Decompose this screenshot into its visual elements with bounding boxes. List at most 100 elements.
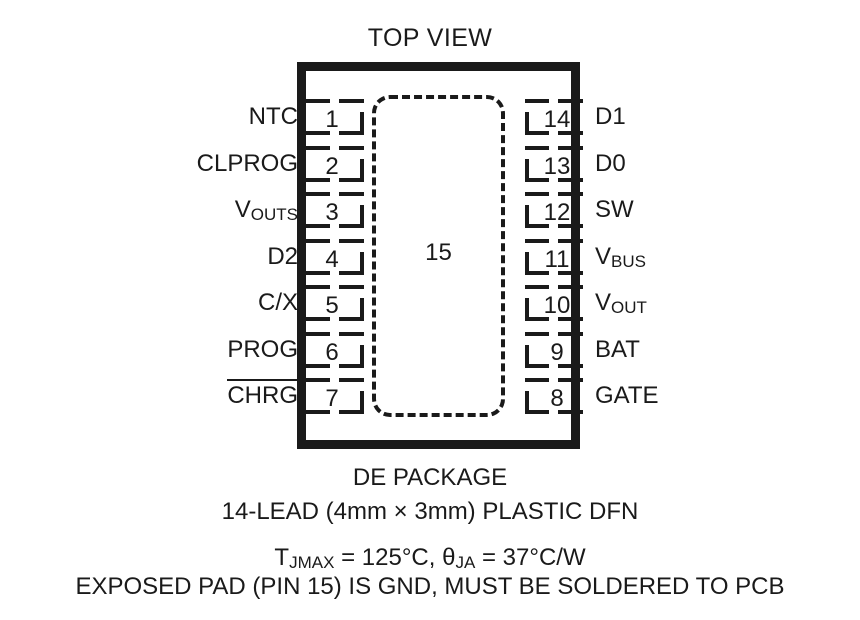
pin-number: 6 [325, 338, 339, 366]
pin-signal-subscript: OUTS [250, 205, 298, 224]
pin-label-1: NTC [188, 94, 298, 140]
pin-number: 11 [544, 245, 570, 273]
pin-number: 3 [325, 199, 339, 226]
caption-package-spec: 14-LEAD (4mm × 3mm) PLASTIC DFN [221, 498, 639, 525]
pin-number: 9 [550, 338, 564, 366]
pin-number: 2 [325, 152, 339, 180]
pin-row: CLPROG 2 [188, 141, 364, 187]
pin-row: NTC 1 [188, 94, 364, 140]
pin-lead-6: 6 [306, 331, 364, 368]
caption-exposed-pad-note: EXPOSED PAD (PIN 15) IS GND, MUST BE SOL… [75, 573, 785, 600]
pin-label-4: D2 [188, 234, 298, 280]
pin-lead-2: 2 [306, 145, 364, 182]
pin-lead-tick [525, 344, 529, 365]
pin-signal-subscript: OUT [611, 298, 647, 317]
pin-lead-11: 11 [525, 238, 583, 275]
top-view-title: TOP VIEW [367, 24, 493, 52]
pin-lead-tick [525, 205, 529, 225]
pin-lead-tick [360, 205, 364, 225]
pin-signal-name: V [595, 242, 612, 270]
pin-signal-name: CHRG [227, 379, 298, 409]
pin-label-3: VOUTS [188, 187, 298, 233]
pin-row: D2 4 [188, 234, 364, 280]
pin-lead-tick [525, 251, 529, 272]
exposed-pad-outline [372, 95, 505, 417]
theta-ja-subscript: JA [455, 553, 476, 572]
pin-lead-14: 14 [525, 99, 583, 135]
pin-lead-tick [525, 298, 529, 318]
pin-lead-7: 7 [306, 378, 364, 414]
pin-label-7: CHRG [188, 373, 298, 419]
pin-lead-4: 4 [306, 238, 364, 275]
pin-lead-13: 13 [525, 145, 583, 182]
pin-lead-tick [360, 251, 364, 272]
pin-label-8: GATE [595, 373, 693, 419]
pin-signal-name: CLPROG [196, 149, 298, 177]
pin-label-9: BAT [595, 327, 693, 373]
pin-row: C/X 5 [188, 280, 364, 326]
pin-lead-12: 12 [525, 192, 583, 228]
pin-label-2: CLPROG [188, 141, 298, 187]
pin-lead-tick [525, 158, 529, 179]
pin-signal-name: D2 [267, 242, 298, 270]
pin-row: CHRG 7 [188, 373, 364, 419]
pin-signal-name: PROG [227, 335, 298, 363]
pin-lead-tick [360, 158, 364, 179]
tjmax-value: = 125°C, [334, 544, 443, 571]
pin-signal-name: BAT [595, 335, 640, 363]
pin-number: 7 [325, 385, 339, 412]
pin-row: VOUTS 3 [188, 187, 364, 233]
pin-signal-name: NTC [248, 103, 298, 130]
pin-number: 1 [325, 106, 339, 133]
caption-thermal-spec: TJMAX = 125°C, θJA = 37°C/W [0, 544, 860, 572]
pin-row: D1 14 [513, 94, 693, 140]
pin-signal-subscript: BUS [611, 251, 646, 271]
pin-label-11: VBUS [595, 234, 693, 280]
pin-signal-name: V [234, 196, 251, 223]
pin-number: 10 [543, 292, 571, 319]
pin-signal-name: D1 [595, 103, 626, 130]
pin-lead-1: 1 [306, 99, 364, 135]
pin-row: VBUS 11 [513, 234, 693, 280]
exposed-pad-number: 15 [425, 239, 452, 266]
pin-signal-name: SW [595, 196, 634, 223]
pin-signal-name: D0 [595, 149, 626, 177]
pin-number: 8 [550, 385, 564, 412]
caption-package-name: DE PACKAGE [352, 464, 508, 491]
pin-number: 4 [325, 245, 339, 273]
package-body-outline [297, 62, 580, 449]
pin-label-13: D0 [595, 141, 693, 187]
pin-row: SW 12 [513, 187, 693, 233]
pin-lead-8: 8 [525, 378, 583, 414]
pin-lead-tick [360, 298, 364, 318]
pin-number: 5 [325, 292, 339, 319]
pin-signal-name: GATE [595, 382, 659, 409]
pin-lead-tick [360, 112, 364, 132]
pin-lead-3: 3 [306, 192, 364, 228]
pin-row: BAT 9 [513, 327, 693, 373]
pin-label-14: D1 [595, 94, 693, 140]
theta-ja-symbol: θ [442, 544, 456, 571]
pin-number: 14 [543, 106, 571, 133]
pin-label-12: SW [595, 187, 693, 233]
tjmax-subscript: JMAX [289, 553, 335, 572]
pin-lead-10: 10 [525, 285, 583, 321]
pin-lead-5: 5 [306, 285, 364, 321]
pin-lead-tick [360, 391, 364, 411]
pin-signal-name: C/X [257, 289, 298, 316]
pin-lead-tick [360, 344, 364, 365]
pin-label-6: PROG [188, 327, 298, 373]
pin-number: 13 [543, 152, 571, 180]
pin-lead-tick [525, 112, 529, 132]
tjmax-symbol: T [274, 544, 290, 571]
pin-lead-9: 9 [525, 331, 583, 368]
pin-label-10: VOUT [595, 280, 693, 326]
pin-row: GATE 8 [513, 373, 693, 419]
pin-lead-tick [525, 391, 529, 411]
pin-row: PROG 6 [188, 327, 364, 373]
pin-row: D0 13 [513, 141, 693, 187]
theta-ja-value: = 37°C/W [475, 544, 586, 571]
pin-number: 12 [543, 199, 571, 226]
pin-signal-name: V [595, 289, 612, 316]
